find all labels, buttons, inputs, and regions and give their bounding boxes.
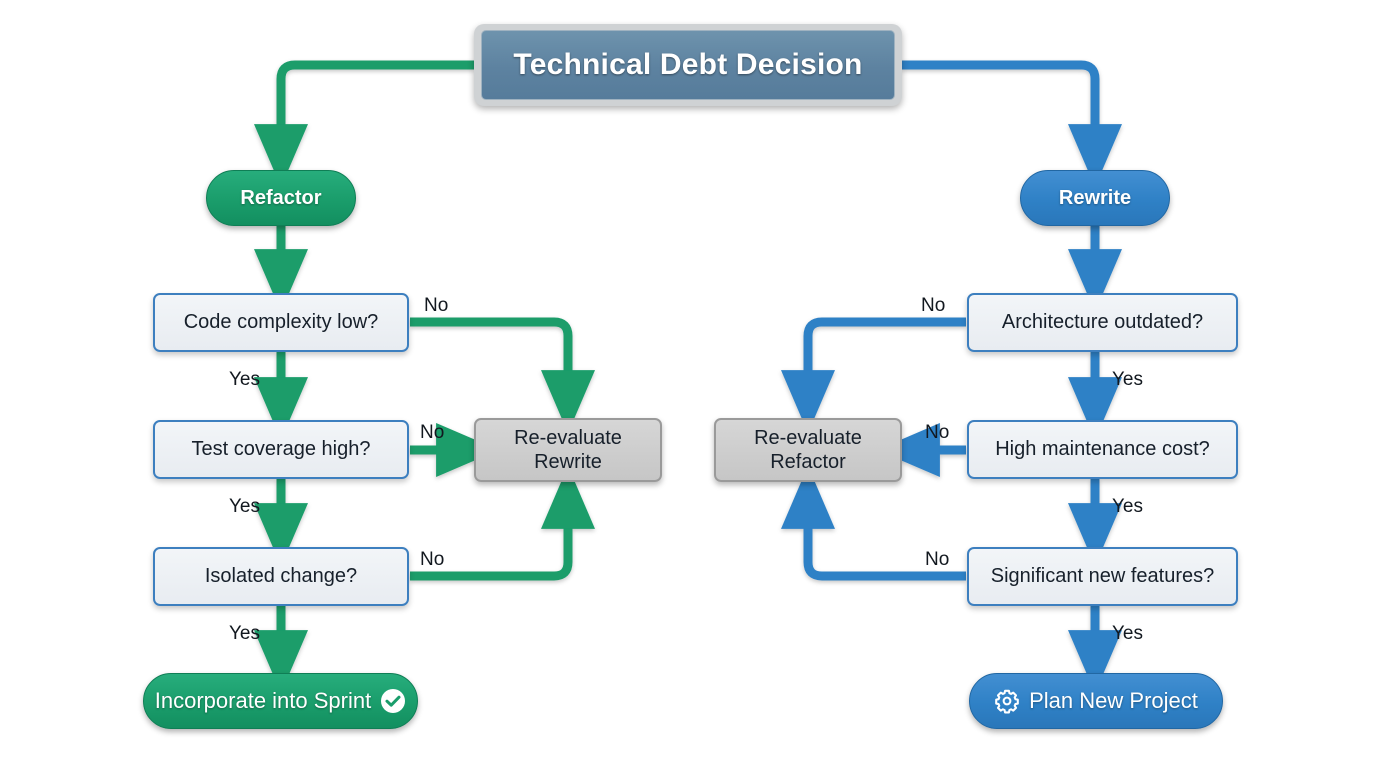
branch-start-refactor[interactable]: Refactor xyxy=(206,170,356,226)
decision-test-coverage-label: Test coverage high? xyxy=(191,438,371,460)
decision-architecture-outdated-label: Architecture outdated? xyxy=(1001,311,1204,333)
edge-label-right-no-2: No xyxy=(925,422,950,443)
edge-label-left-no-1: No xyxy=(424,295,449,316)
decision-isolated-change[interactable]: Isolated change? xyxy=(153,547,409,606)
edge-label-left-yes-3: Yes xyxy=(229,623,260,644)
decision-high-maintenance-cost-label: High maintenance cost? xyxy=(995,438,1210,460)
decision-code-complexity[interactable]: Code complexity low? xyxy=(153,293,409,352)
branch-start-rewrite-label: Rewrite xyxy=(1058,186,1132,209)
edge-label-left-no-2: No xyxy=(420,422,445,443)
edge-label-right-no-1: No xyxy=(921,295,946,316)
decision-code-complexity-label: Code complexity low? xyxy=(183,311,379,333)
fallback-reevaluate-rewrite-line1: Re-evaluate xyxy=(514,426,622,449)
fallback-reevaluate-refactor-line1: Re-evaluate xyxy=(754,426,862,449)
fallback-reevaluate-refactor-line2: Refactor xyxy=(770,451,846,473)
page-title: Technical Debt Decision xyxy=(513,48,863,81)
branch-start-refactor-label: Refactor xyxy=(240,186,322,209)
check-circle-icon xyxy=(380,688,406,714)
fallback-reevaluate-rewrite[interactable]: Re-evaluate Rewrite xyxy=(474,418,662,482)
decision-significant-new-features[interactable]: Significant new features? xyxy=(967,547,1238,606)
diagram-title-inner: Technical Debt Decision xyxy=(481,30,895,100)
diagram-title-box: Technical Debt Decision xyxy=(474,24,902,106)
outcome-plan-new-project-label: Plan New Project xyxy=(1029,688,1198,713)
edge-label-right-no-3: No xyxy=(925,549,950,570)
branch-start-rewrite[interactable]: Rewrite xyxy=(1020,170,1170,226)
decision-test-coverage[interactable]: Test coverage high? xyxy=(153,420,409,479)
fallback-reevaluate-rewrite-line2: Rewrite xyxy=(534,451,602,473)
decision-high-maintenance-cost[interactable]: High maintenance cost? xyxy=(967,420,1238,479)
gear-icon xyxy=(994,688,1020,714)
edge-label-right-yes-1: Yes xyxy=(1112,369,1143,390)
edge-label-right-yes-2: Yes xyxy=(1112,496,1143,517)
edge-label-left-yes-2: Yes xyxy=(229,496,260,517)
outcome-incorporate-into-sprint-label: Incorporate into Sprint xyxy=(154,688,372,713)
outcome-plan-new-project[interactable]: Plan New Project xyxy=(969,673,1223,729)
outcome-incorporate-into-sprint[interactable]: Incorporate into Sprint xyxy=(143,673,418,729)
edge-label-left-yes-1: Yes xyxy=(229,369,260,390)
decision-isolated-change-label: Isolated change? xyxy=(204,565,358,587)
edge-label-left-no-3: No xyxy=(420,549,445,570)
fallback-reevaluate-refactor[interactable]: Re-evaluate Refactor xyxy=(714,418,902,482)
edge-label-right-yes-3: Yes xyxy=(1112,623,1143,644)
decision-significant-new-features-label: Significant new features? xyxy=(990,565,1215,587)
decision-architecture-outdated[interactable]: Architecture outdated? xyxy=(967,293,1238,352)
